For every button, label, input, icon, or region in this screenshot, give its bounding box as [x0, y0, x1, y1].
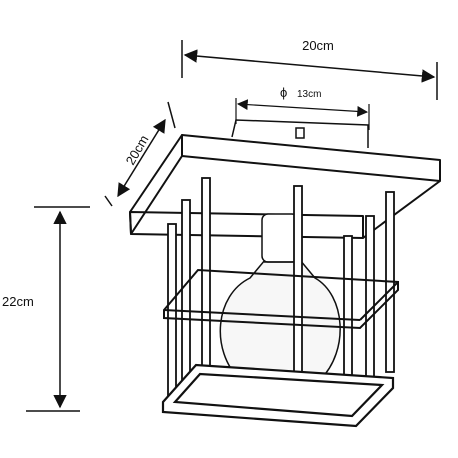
dimension-label-width: 20cm [302, 38, 334, 53]
cage-rod [293, 185, 303, 383]
dimension-diameter [235, 98, 370, 130]
cage-rod [201, 177, 211, 377]
cage-middle-ring [163, 268, 399, 330]
dimension-label-diameter: 13cm [297, 89, 321, 100]
cage-rod [365, 215, 375, 379]
cage-rod [167, 223, 177, 405]
cage-rod [343, 235, 353, 389]
dimension-label-height: 22cm [2, 294, 34, 309]
diameter-symbol: ϕ [280, 85, 287, 100]
canopy-front-face [181, 134, 441, 182]
dimension-height [26, 206, 90, 412]
canopy-bottom-edge [129, 211, 364, 239]
cage-bottom-frame [161, 363, 395, 428]
dimension-top-width [181, 40, 438, 100]
cage-rod [181, 199, 191, 395]
mounting-bracket [231, 119, 369, 148]
light-bulb [219, 213, 341, 392]
dimension-side-width [104, 101, 176, 207]
bulb-socket [261, 213, 299, 263]
